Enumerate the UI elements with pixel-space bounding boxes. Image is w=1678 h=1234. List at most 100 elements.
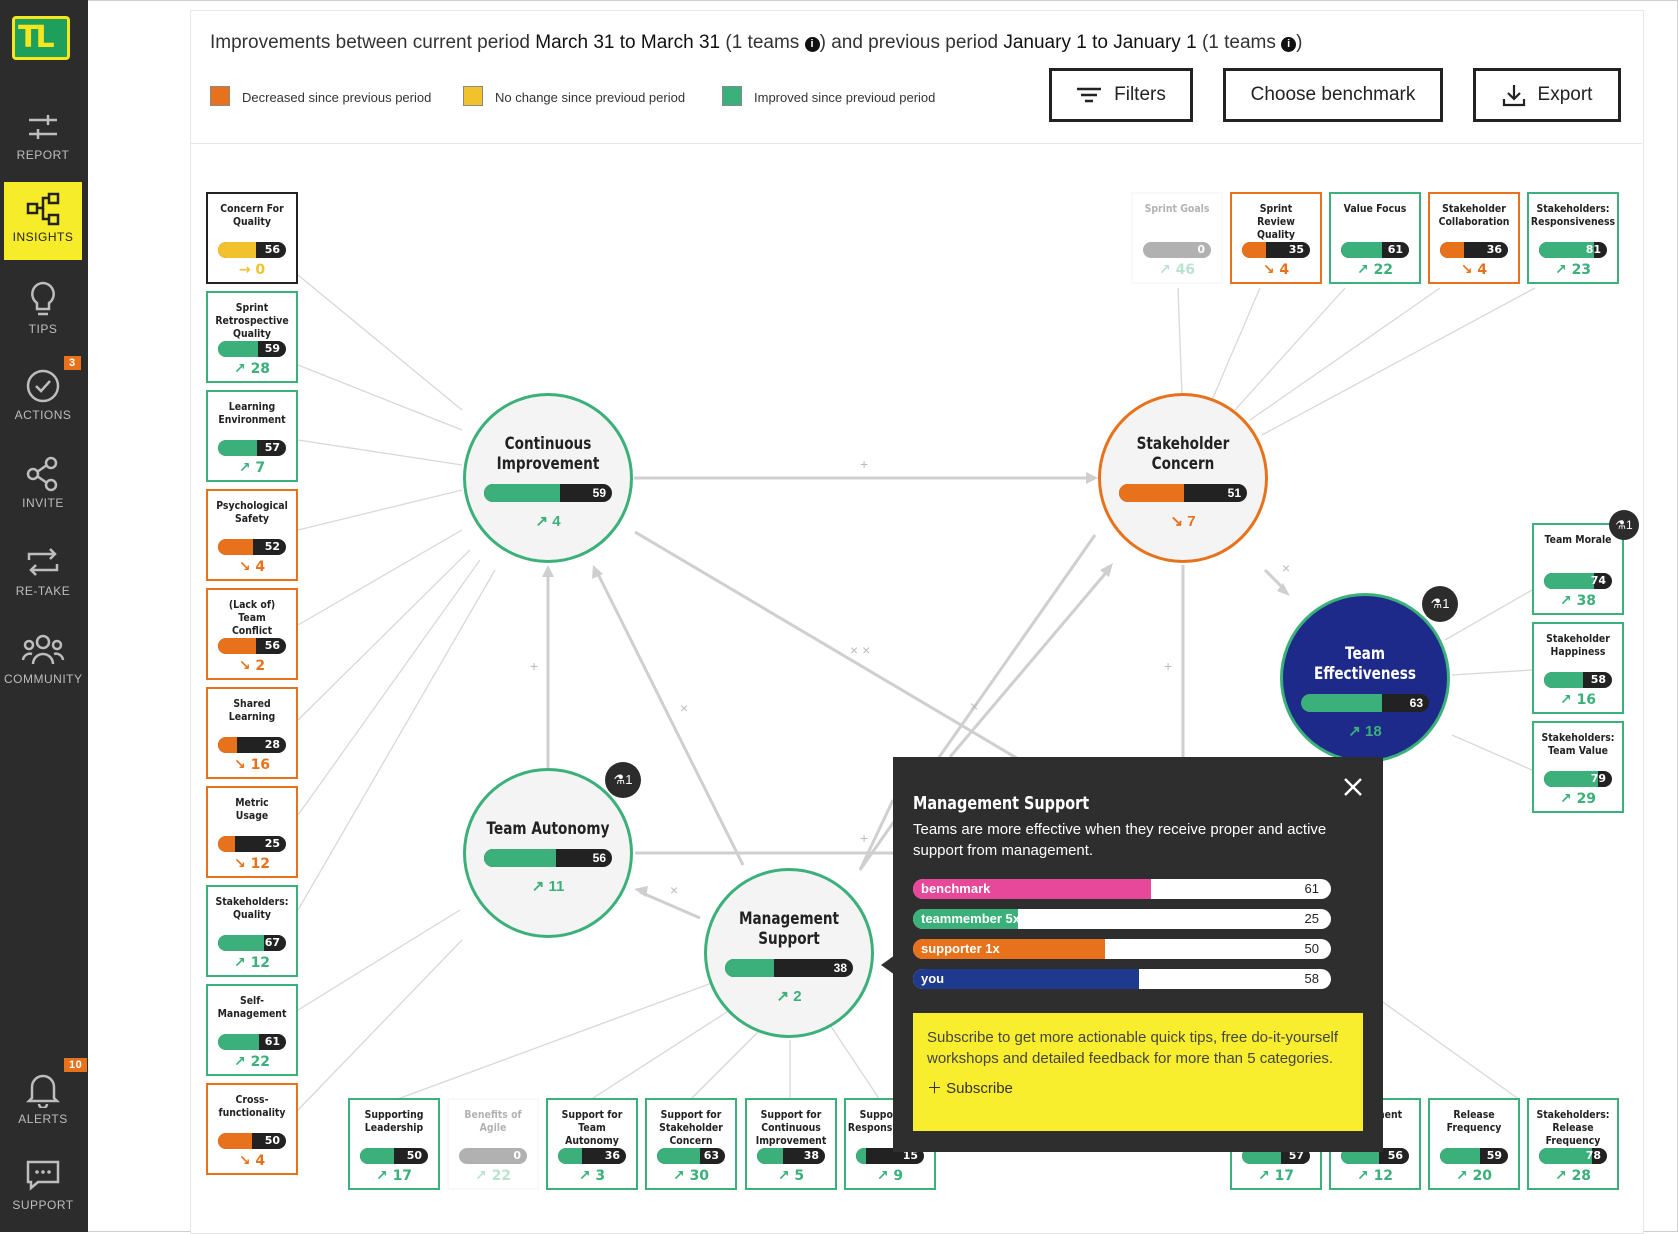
legend-label: No change since previoud period [495, 90, 686, 105]
card-bar-fill [218, 341, 259, 357]
card-value: 28 [264, 738, 280, 751]
sidebar-item-actions[interactable]: 3 ACTIONS [4, 356, 82, 436]
info-icon[interactable]: i [804, 37, 820, 52]
node-value: 51 [1227, 486, 1241, 500]
alerts-badge: 10 [64, 1058, 88, 1072]
comparison-value: 61 [1304, 881, 1319, 896]
card-bar: 61 [1341, 242, 1409, 258]
card-value: 79 [1590, 772, 1606, 785]
node-delta: ↘ 7 [1170, 513, 1196, 530]
export-button[interactable]: Export [1473, 68, 1621, 122]
close-icon[interactable] [1341, 775, 1365, 799]
card-delta: ↗ 12 [1356, 1168, 1394, 1184]
node-team-autonomy[interactable]: Team Autonomy 56 ↗ 11 [463, 768, 633, 938]
card-bar-fill [1539, 242, 1595, 258]
node-value: 38 [833, 961, 847, 975]
card-bar-fill [1440, 1148, 1481, 1164]
sidebar-item-report[interactable]: REPORT [4, 100, 82, 178]
card-bar: 56 [1341, 1148, 1409, 1164]
comparison-value: 58 [1304, 971, 1319, 986]
sidebar-item-support[interactable]: SUPPORT [4, 1148, 82, 1226]
card-value: 63 [703, 1149, 719, 1162]
download-icon [1502, 85, 1525, 107]
comparison-bar-fill [913, 939, 1106, 959]
card-bar-fill [558, 1148, 583, 1164]
lab-flask-badge[interactable]: ⚗1 [605, 762, 641, 798]
choose-benchmark-button[interactable]: Choose benchmark [1223, 68, 1443, 122]
card-value: 58 [1590, 673, 1606, 686]
sidebar-item-invite[interactable]: INVITE [4, 446, 82, 524]
card-bar: 81 [1539, 242, 1607, 258]
card-value: 56 [1387, 1149, 1403, 1162]
sidebar-item-alerts[interactable]: 10 ALERTS [4, 1058, 88, 1138]
cross-marker: × [970, 698, 979, 714]
plus-marker: + [1164, 658, 1173, 674]
sidebar-item-insights[interactable]: INSIGHTS [4, 182, 82, 260]
filters-button[interactable]: Filters [1049, 68, 1193, 122]
legend-label: Decreased since previous period [242, 90, 432, 105]
info-icon[interactable]: i [1281, 37, 1297, 52]
card-value: 38 [803, 1149, 819, 1162]
node-team-effectiveness[interactable]: Team Effectiveness 63 ↗ 18 [1280, 593, 1450, 763]
comparison-bar-fill [913, 909, 1018, 929]
card-delta: ↗ 28 [1554, 1168, 1592, 1184]
card-value: 61 [1387, 243, 1403, 256]
cross-marker: × [680, 700, 689, 716]
sidebar-item-community[interactable]: COMMUNITY [4, 622, 82, 700]
card-bar-fill [856, 1148, 867, 1164]
lab-flask-badge[interactable]: ⚗1 [1609, 510, 1639, 540]
card-value: 25 [264, 837, 280, 850]
card-bar-fill [218, 539, 254, 555]
lab-flask-badge[interactable]: ⚗1 [1422, 586, 1458, 622]
previous-teams-close: ) [1296, 32, 1303, 53]
comparison-bar-fill [913, 969, 1139, 989]
card-bar-fill [218, 440, 257, 456]
card-title: Metric Usage [235, 796, 269, 822]
sidebar-label: REPORT [16, 148, 70, 162]
subscribe-promo: Subscribe to get more actionable quick t… [913, 1013, 1363, 1131]
logo[interactable]: TL [12, 16, 74, 64]
card-value: 57 [1288, 1149, 1304, 1162]
filters-label: Filters [1114, 84, 1166, 105]
sidebar-item-tips[interactable]: TIPS [4, 270, 82, 348]
node-value: 63 [1409, 696, 1423, 710]
card-bar: 61 [218, 1034, 286, 1050]
card-bar: 36 [558, 1148, 626, 1164]
sidebar-item-retake[interactable]: RE-TAKE [4, 534, 82, 612]
comparison-bar-fill [913, 879, 1152, 899]
card-bar-fill [218, 1034, 260, 1050]
card-title: Value Focus [1343, 202, 1407, 215]
card-bar-fill [218, 242, 257, 258]
subscribe-button[interactable]: ＋ Subscribe [927, 1080, 1013, 1097]
